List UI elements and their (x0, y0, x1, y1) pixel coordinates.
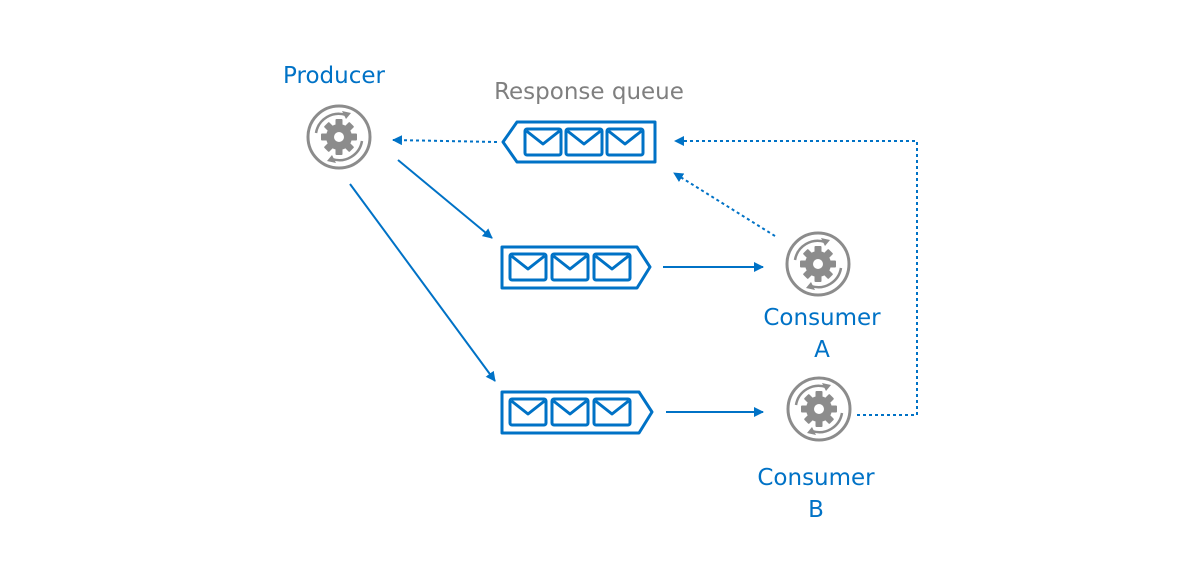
envelope-icon (550, 252, 590, 282)
arrow-producer-to-queue-a (397, 159, 493, 239)
consumer-a-label-line2: A (814, 337, 830, 363)
producer-label: Producer (283, 63, 385, 89)
envelope-icon (523, 127, 563, 157)
envelope-icon (508, 252, 548, 282)
consumer-b-label: Consumer B (734, 462, 898, 526)
consumer-b-gear-icon (786, 376, 852, 442)
request-queue-a (500, 245, 652, 290)
arrow-producer-to-queue-b (349, 183, 496, 382)
envelope-icon (592, 397, 632, 427)
consumer-a-label: Consumer A (740, 302, 904, 366)
response-queue (501, 120, 657, 164)
request-queue-b (500, 390, 654, 435)
arrow-consumer-a-to-response-queue (673, 172, 776, 237)
response-queue-label: Response queue (494, 79, 684, 105)
envelope-icon (564, 127, 604, 157)
arrow-consumer-b-to-response-queue (674, 136, 918, 416)
consumer-a-gear-icon (785, 231, 851, 297)
consumer-b-label-line1: Consumer (757, 465, 875, 491)
consumer-b-label-line2: B (808, 497, 824, 523)
arrow-response-queue-to-producer (392, 135, 498, 146)
consumer-a-label-line1: Consumer (763, 305, 881, 331)
envelope-icon (605, 127, 645, 157)
producer-gear-icon (306, 104, 372, 170)
envelope-icon (508, 397, 548, 427)
envelope-icon (550, 397, 590, 427)
envelope-icon (592, 252, 632, 282)
